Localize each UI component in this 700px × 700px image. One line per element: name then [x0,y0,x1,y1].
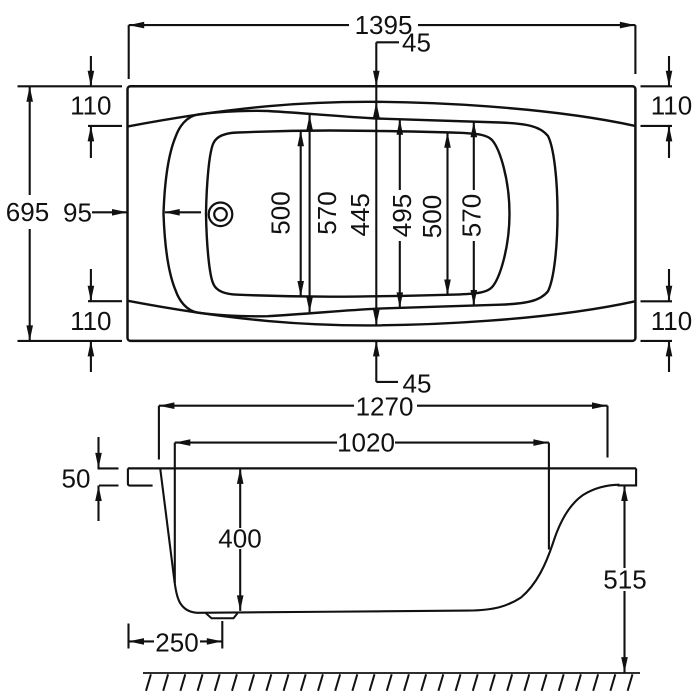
svg-text:95: 95 [63,197,92,227]
svg-text:500: 500 [417,195,447,238]
svg-text:110: 110 [70,306,111,336]
svg-text:495: 495 [387,194,417,237]
svg-text:500: 500 [266,191,296,234]
svg-text:445: 445 [345,193,375,236]
svg-text:1020: 1020 [337,428,395,458]
svg-text:45: 45 [403,369,432,399]
svg-text:400: 400 [218,524,261,554]
svg-text:1270: 1270 [356,392,414,422]
svg-text:570: 570 [312,191,342,234]
svg-text:570: 570 [456,194,486,237]
svg-text:695: 695 [6,197,49,227]
svg-text:110: 110 [651,306,692,336]
svg-text:1395: 1395 [355,10,413,40]
svg-text:515: 515 [603,565,646,595]
svg-text:50: 50 [62,463,91,493]
svg-text:110: 110 [70,91,111,121]
svg-text:250: 250 [155,627,198,657]
svg-text:45: 45 [402,28,431,58]
svg-text:110: 110 [651,91,692,121]
